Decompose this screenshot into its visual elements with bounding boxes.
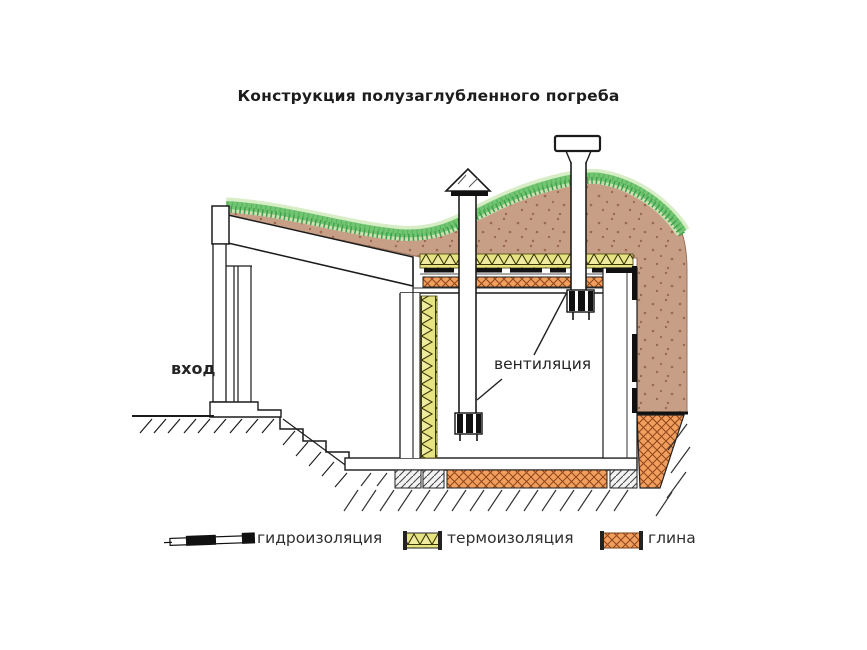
legend-symbol-waterproofing	[164, 532, 256, 547]
wall-waterproofing-dashes	[606, 266, 637, 413]
legend-label-thermal-insulation: термоизоляция	[447, 529, 574, 547]
exhaust-cap-icon	[553, 134, 602, 153]
intake-valve	[454, 412, 483, 441]
legend-symbol-thermal-insulation	[403, 531, 442, 550]
entrance-label: вход	[171, 359, 216, 378]
left-wall	[399, 293, 438, 459]
legend-symbol-clay	[600, 531, 643, 550]
subsoil-hatching	[343, 472, 629, 512]
legend-label-clay: глина	[648, 529, 696, 547]
ceiling-waterproofing-dashes	[424, 268, 622, 273]
exhaust-valve	[566, 289, 595, 320]
page-title: Конструкция полузаглубленного погреба	[237, 87, 620, 105]
clay-lock	[636, 411, 691, 517]
intake-vent-pipe	[444, 167, 492, 441]
exhaust-vent-pipe	[553, 134, 602, 320]
floor-slab	[344, 457, 638, 471]
intake-cap-icon	[444, 167, 492, 192]
ventilation-label: вентиляция	[494, 355, 592, 373]
ceiling-assembly	[400, 253, 637, 294]
foundation-blocks	[394, 469, 638, 489]
entrance-post	[209, 205, 282, 418]
grass-cover	[225, 168, 690, 241]
stairs	[279, 417, 353, 488]
right-wall	[602, 266, 638, 459]
legend-label-waterproofing: гидроизоляция	[257, 529, 383, 547]
wall-thermal-insulation	[420, 295, 438, 459]
ceiling-thermal-insulation	[419, 253, 634, 269]
ground-line	[132, 415, 275, 434]
ventilation-leader-lines	[476, 293, 567, 401]
